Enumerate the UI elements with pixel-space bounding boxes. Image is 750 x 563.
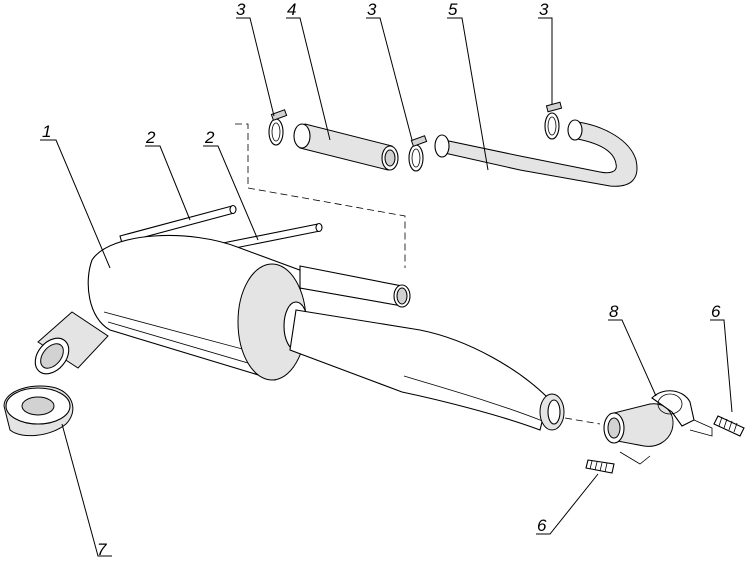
label-part-8-tail-tip: 8	[609, 302, 619, 321]
hanger-rod-left	[119, 204, 237, 244]
clamp-b	[408, 135, 428, 172]
leader-lines	[40, 17, 733, 557]
label-part-2-rod-right: 2	[204, 128, 215, 147]
label-part-3-clamp-b: 3	[367, 0, 377, 19]
pipe-bent	[434, 119, 638, 187]
label-part-1-muffler: 1	[42, 122, 51, 141]
label-part-4-pipe: 4	[287, 0, 296, 19]
label-part-3-clamp-c: 3	[539, 0, 549, 19]
label-part-6-spring-bottom: 6	[537, 516, 547, 535]
label-part-3-clamp-a: 3	[236, 0, 246, 19]
spring-bottom	[585, 459, 615, 474]
label-part-6-spring-right: 6	[711, 302, 721, 321]
clamp-c	[544, 101, 563, 140]
label-part-7-gasket: 7	[97, 540, 107, 559]
label-part-2-rod-left: 2	[145, 128, 156, 147]
clamp-a	[268, 109, 288, 146]
tail-tip-bracket	[603, 390, 713, 465]
spring-right	[713, 415, 745, 437]
assembly-dashed-line-lower	[564, 417, 601, 425]
pipe-straight	[293, 123, 399, 171]
assembly-dashed-line-upper	[235, 123, 406, 268]
gasket	[3, 385, 74, 437]
label-part-5-bent-pipe: 5	[448, 0, 458, 19]
muffler	[34, 235, 565, 431]
